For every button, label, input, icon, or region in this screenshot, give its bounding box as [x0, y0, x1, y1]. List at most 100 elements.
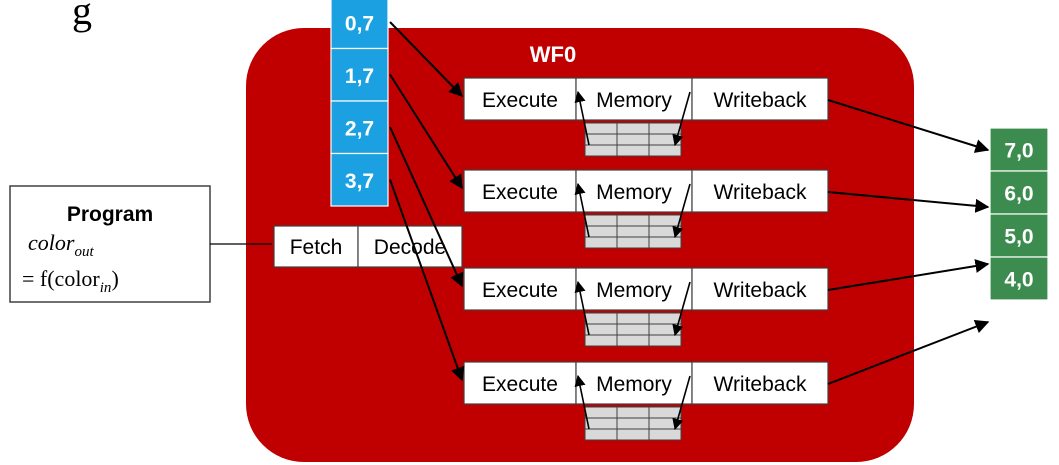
- register-file-cell: [584, 144, 618, 157]
- program-line-2: = f(colorin): [22, 266, 119, 296]
- execute-stage-box: [463, 169, 577, 213]
- memory-to-execute-arrow: [574, 280, 590, 336]
- register-file-cell: [584, 214, 618, 227]
- memory-to-execute-arrow: [574, 90, 590, 146]
- input-to-execute-arrow: [389, 21, 463, 98]
- register-file-cell: [584, 323, 618, 336]
- decode-stage: Decode: [374, 236, 446, 259]
- execute-stage: Execute: [482, 373, 558, 396]
- input-register-column: 0,7 1,7 2,7 3,7: [330, 0, 389, 207]
- writeback-stage-box: [691, 169, 829, 213]
- program-line-1: colorout: [28, 230, 94, 260]
- register-file-cell: [584, 225, 618, 238]
- writeback-stage: Writeback: [714, 89, 807, 112]
- register-file-grid: [584, 122, 682, 157]
- input-to-execute-arrow: [389, 73, 463, 190]
- pipeline-lane: Execute Memory Writeback: [463, 361, 829, 441]
- register-file-cell: [616, 122, 650, 135]
- memory-stage-box: [575, 267, 693, 311]
- writeback-to-output-arrow: [827, 99, 990, 153]
- memory-to-execute-arrow: [574, 374, 590, 430]
- header-fragment: g: [72, 0, 92, 33]
- register-file-cell: [648, 236, 682, 249]
- output-register-cell: [989, 170, 1049, 215]
- input-register-label: 0,7: [345, 12, 374, 35]
- execute-stage-box: [463, 267, 577, 311]
- wavefront-title: WF0: [530, 42, 576, 67]
- frontend-stages: Fetch Decode: [273, 225, 463, 268]
- pipeline-lane: Execute Memory Writeback: [463, 169, 829, 249]
- dataflow-arrows: [389, 21, 990, 431]
- register-file-cell: [648, 312, 682, 325]
- register-file-cell: [584, 334, 618, 347]
- memory-stage: Memory: [596, 181, 672, 204]
- register-file-cell: [616, 236, 650, 249]
- register-file-cell: [584, 122, 618, 135]
- register-file-cell: [616, 323, 650, 336]
- register-file-cell: [616, 417, 650, 430]
- output-register-column: 7,06,05,04,0: [989, 127, 1049, 301]
- writeback-stage-box: [691, 361, 829, 405]
- writeback-to-output-arrow: [827, 191, 990, 213]
- fetch-stage: Fetch: [290, 236, 343, 259]
- register-file-cell: [648, 428, 682, 441]
- register-file-cell: [648, 144, 682, 157]
- register-file-cell: [584, 406, 618, 419]
- output-register-label: 7,0: [1004, 140, 1033, 163]
- register-file-cell: [648, 122, 682, 135]
- writeback-to-memory-arrow: [672, 91, 691, 147]
- wavefront-block: [246, 28, 914, 462]
- writeback-to-memory-arrow: [672, 375, 691, 431]
- execute-stage-box: [463, 77, 577, 121]
- output-register-label: 6,0: [1004, 183, 1033, 206]
- register-file-cell: [616, 214, 650, 227]
- pipeline-lane: Execute Memory Writeback: [463, 77, 829, 157]
- input-register-cell: [330, 152, 389, 207]
- writeback-to-output-arrow: [827, 320, 990, 385]
- input-register-label: 3,7: [345, 170, 374, 193]
- writeback-stage: Writeback: [714, 181, 807, 204]
- program-box: Program colorout = f(colorin): [9, 185, 211, 303]
- register-file-cell: [648, 334, 682, 347]
- execute-stage: Execute: [482, 181, 558, 204]
- register-file-cell: [584, 312, 618, 325]
- register-file-cell: [616, 133, 650, 146]
- input-to-execute-arrow: [389, 179, 465, 382]
- register-file-grid: [584, 214, 682, 249]
- output-register-label: 4,0: [1004, 269, 1033, 292]
- input-to-execute-arrow: [389, 126, 464, 288]
- writeback-to-output-arrow: [827, 259, 990, 291]
- input-register-label: 2,7: [345, 117, 374, 140]
- register-file-grid: [584, 406, 682, 441]
- execute-stage: Execute: [482, 279, 558, 302]
- register-file-cell: [616, 334, 650, 347]
- writeback-stage: Writeback: [714, 373, 807, 396]
- register-file-grid: [584, 312, 682, 347]
- register-file-cell: [616, 406, 650, 419]
- program-title: Program: [67, 203, 153, 226]
- register-file-cell: [584, 417, 618, 430]
- memory-stage: Memory: [596, 89, 672, 112]
- register-file-cell: [616, 312, 650, 325]
- register-file-cell: [648, 214, 682, 227]
- execute-stage: Execute: [482, 89, 558, 112]
- input-register-cell: [330, 0, 389, 50]
- register-file-cell: [648, 406, 682, 419]
- register-file-cell: [616, 428, 650, 441]
- writeback-to-memory-arrow: [672, 183, 691, 239]
- input-register-cell: [330, 47, 389, 102]
- register-file-cell: [616, 225, 650, 238]
- input-register-label: 1,7: [345, 65, 374, 88]
- writeback-to-memory-arrow: [672, 281, 691, 337]
- register-file-cell: [616, 144, 650, 157]
- writeback-stage-box: [691, 77, 829, 121]
- memory-to-execute-arrow: [574, 182, 590, 238]
- register-file-cell: [584, 133, 618, 146]
- output-register-cell: [989, 127, 1049, 172]
- writeback-stage: Writeback: [714, 279, 807, 302]
- output-register-cell: [989, 256, 1049, 301]
- memory-stage: Memory: [596, 373, 672, 396]
